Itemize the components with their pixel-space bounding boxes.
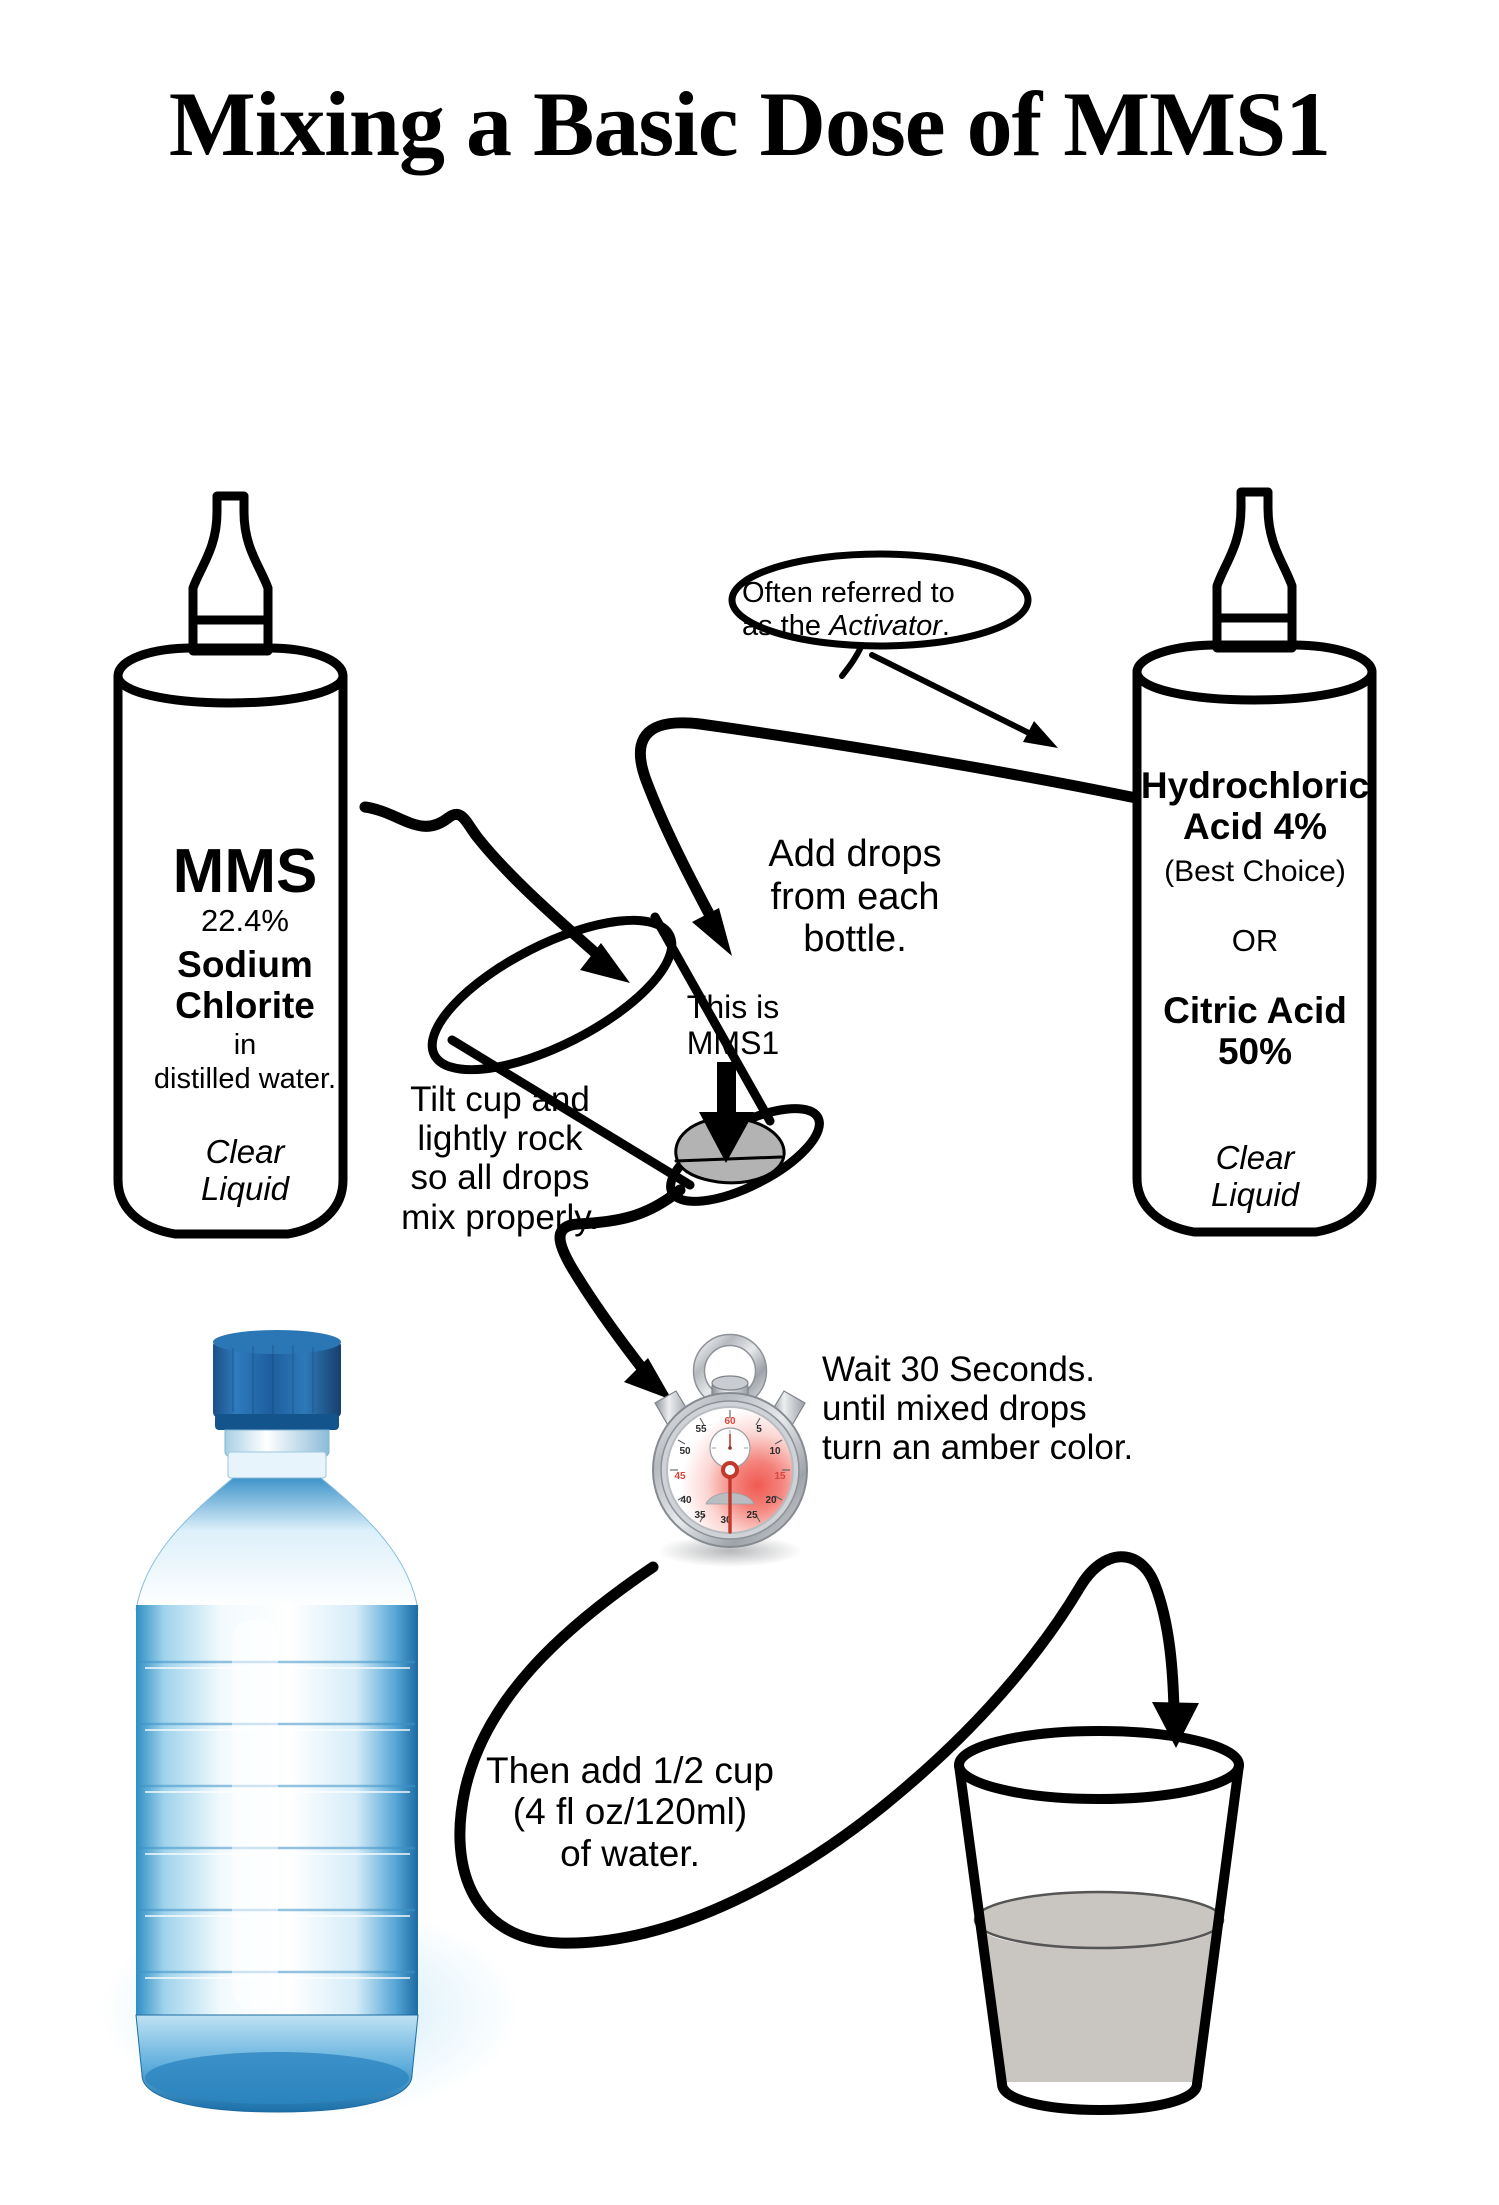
svg-text:15: 15 bbox=[774, 1471, 786, 1482]
mms-bottle-chemical-label: Sodium Chlorite bbox=[175, 944, 315, 1027]
svg-text:30: 30 bbox=[720, 1515, 732, 1526]
svg-text:5: 5 bbox=[756, 1424, 762, 1435]
callout-line-1: Often referred to bbox=[742, 577, 955, 609]
svg-text:50: 50 bbox=[679, 1446, 691, 1457]
callout-line-2-prefix: as the bbox=[742, 609, 830, 642]
svg-text:35: 35 bbox=[694, 1510, 706, 1521]
step-wait-30-seconds-text: Wait 30 Seconds. until mixed drops turn … bbox=[822, 1350, 1134, 1468]
step-add-water-text: Then add 1/2 cup (4 fl oz/120ml) of wate… bbox=[486, 1750, 774, 1874]
svg-text:10: 10 bbox=[769, 1446, 781, 1457]
final-glass-drawing bbox=[954, 1726, 1244, 2115]
mms-bottle-brand-label: MMS bbox=[172, 837, 318, 906]
callout-activator-word: Activator bbox=[829, 609, 942, 642]
acid-bottle-appearance-label: Clear Liquid bbox=[1210, 1139, 1300, 1213]
svg-text:60: 60 bbox=[724, 1416, 736, 1427]
step-add-drops-text: Add drops from each bottle. bbox=[768, 833, 942, 961]
water-bottle-photo bbox=[100, 1330, 520, 2120]
acid-bottle-or-label: OR bbox=[1231, 923, 1279, 958]
svg-text:20: 20 bbox=[765, 1495, 777, 1506]
mms-bottle-appearance-label: Clear Liquid bbox=[200, 1133, 290, 1207]
mms-bottle-percent-label: 22.4% bbox=[201, 903, 289, 938]
acid-bottle-note-label: (Best Choice) bbox=[1164, 855, 1346, 888]
step-tilt-cup-text: Tilt cup and lightly rock so all drops m… bbox=[401, 1080, 599, 1237]
svg-text:25: 25 bbox=[746, 1510, 758, 1521]
mms-bottle-solvent-label: distilled water. bbox=[153, 1063, 337, 1095]
acid-bottle-alternative-label: Citric Acid 50% bbox=[1163, 990, 1347, 1073]
acid-bottle-chemical-label: Hydrochloric Acid 4% bbox=[1140, 765, 1370, 848]
step-this-is-mms1-text: This is MMS1 bbox=[686, 989, 780, 1061]
svg-text:55: 55 bbox=[695, 1424, 707, 1435]
stopwatch-illustration: 60 5 10 15 20 25 30 35 40 45 50 55 bbox=[652, 1333, 808, 1567]
arrow-mms-to-cup bbox=[359, 801, 630, 983]
callout-line-2-suffix: . bbox=[941, 609, 950, 642]
svg-text:40: 40 bbox=[680, 1495, 692, 1506]
mms-bottle-in-label: in bbox=[233, 1029, 257, 1061]
svg-text:45: 45 bbox=[674, 1471, 686, 1482]
page-title: Mixing a Basic Dose of MMS1 bbox=[168, 73, 1331, 175]
mms1-pointer-arrow bbox=[699, 1062, 754, 1163]
